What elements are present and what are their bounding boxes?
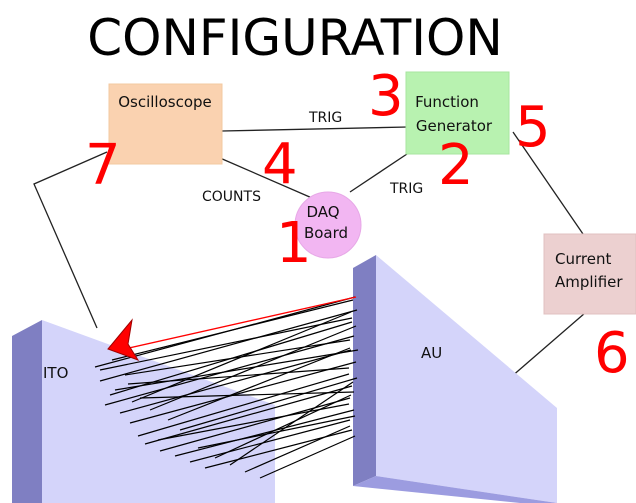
step-number-6: 6 — [594, 321, 630, 386]
step-number-1: 1 — [276, 211, 312, 276]
au-plate-face — [376, 255, 557, 503]
function-generator-label-line2: Generator — [416, 117, 493, 135]
wire-ito-to-osc — [33, 151, 108, 329]
ito-plate-face — [42, 320, 275, 503]
oscilloscope: Oscilloscope — [108, 83, 223, 165]
daq-board-circle — [294, 191, 362, 259]
current-amplifier-label-line1: Current — [555, 250, 611, 268]
function-generator-box — [405, 71, 510, 155]
function-generator-label-line1: Function — [415, 93, 479, 111]
oscilloscope-label: Oscilloscope — [118, 93, 212, 111]
daq-board-label-line1: DAQ — [306, 203, 339, 221]
trig-label-daq-fg: TRIG — [389, 181, 423, 197]
ito-electrode: ITO — [12, 320, 275, 503]
step-number-7: 7 — [85, 133, 121, 198]
red-arrowhead — [107, 318, 140, 361]
au-plate-side — [353, 255, 376, 486]
step-number-3: 3 — [368, 64, 404, 129]
particle-trajectories — [94, 296, 359, 479]
step-number-2: 2 — [438, 133, 474, 198]
current-amplifier: Current Amplifier — [543, 233, 636, 315]
ito-label: ITO — [43, 364, 68, 382]
red-arrow — [107, 296, 357, 361]
ito-plate-side — [12, 320, 42, 503]
daq-board: DAQ Board — [294, 191, 362, 259]
current-amplifier-box — [543, 233, 636, 315]
au-label: AU — [421, 344, 442, 362]
step-number-5: 5 — [515, 95, 551, 160]
diagram-title: CONFIGURATION — [87, 9, 503, 67]
trig-label-osc-fg: TRIG — [308, 110, 342, 126]
au-electrode: AU — [353, 255, 557, 503]
oscilloscope-box — [108, 83, 223, 165]
step-number-4: 4 — [262, 132, 298, 197]
red-arrow-line — [119, 296, 357, 351]
wire-daq-to-fg — [349, 151, 411, 193]
wire-osc-to-fg — [221, 126, 409, 132]
function-generator: Function Generator — [405, 71, 510, 155]
au-plate-bottom — [353, 476, 557, 503]
wire-fg-to-amp — [512, 131, 584, 235]
counts-label: COUNTS — [202, 189, 261, 205]
wire-osc-to-daq — [219, 157, 313, 199]
daq-board-label-line2: Board — [304, 224, 348, 242]
current-amplifier-label-line2: Amplifier — [555, 273, 623, 291]
